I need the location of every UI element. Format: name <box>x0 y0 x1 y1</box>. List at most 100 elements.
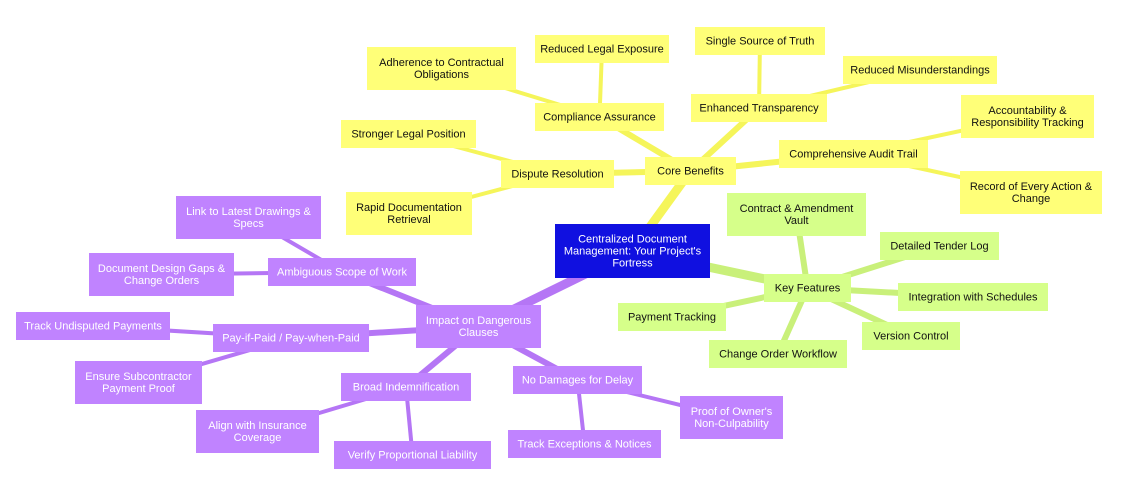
node-reduced-misunderstandings: Reduced Misunderstandings <box>843 56 997 84</box>
node-label-accountability-responsibility-tracking-line-1: Accountability & <box>988 105 1067 117</box>
node-label-broad-indemnification-line-1: Broad Indemnification <box>353 381 459 393</box>
node-label-change-order-workflow-line-1: Change Order Workflow <box>719 348 837 360</box>
node-box-ensure-subcontractor-payment-proof <box>75 361 202 404</box>
node-box-impact-on-dangerous-clauses <box>416 305 541 348</box>
node-track-exceptions-notices: Track Exceptions & Notices <box>508 430 661 458</box>
node-stronger-legal-position: Stronger Legal Position <box>341 120 476 148</box>
node-label-track-undisputed-payments-line-1: Track Undisputed Payments <box>24 320 162 332</box>
node-box-link-to-latest-drawings-specs <box>176 196 321 239</box>
node-label-record-of-every-action-change-line-2: Change <box>1012 193 1051 205</box>
node-reduced-legal-exposure: Reduced Legal Exposure <box>535 35 669 63</box>
node-label-dispute-resolution-line-1: Dispute Resolution <box>511 168 603 180</box>
node-box-root <box>555 224 710 278</box>
node-box-verify-proportional-liability <box>334 441 491 469</box>
node-box-version-control <box>862 322 960 350</box>
node-label-single-source-of-truth-line-1: Single Source of Truth <box>706 35 815 47</box>
node-enhanced-transparency: Enhanced Transparency <box>691 94 827 122</box>
node-box-dispute-resolution <box>501 160 614 188</box>
node-box-payment-tracking <box>618 303 726 331</box>
node-label-contract-amendment-vault-line-1: Contract & Amendment <box>740 203 854 215</box>
node-label-stronger-legal-position-line-1: Stronger Legal Position <box>351 128 465 140</box>
node-version-control: Version Control <box>862 322 960 350</box>
node-accountability-responsibility-tracking: Accountability &Responsibility Tracking <box>961 95 1094 138</box>
node-label-document-design-gaps-change-orders-line-2: Change Orders <box>124 275 200 287</box>
node-label-enhanced-transparency-line-1: Enhanced Transparency <box>699 102 819 114</box>
node-dispute-resolution: Dispute Resolution <box>501 160 614 188</box>
node-compliance-assurance: Compliance Assurance <box>535 103 664 131</box>
node-box-track-undisputed-payments <box>16 312 170 340</box>
node-box-no-damages-for-delay <box>513 366 642 394</box>
node-label-integration-with-schedules-line-1: Integration with Schedules <box>908 291 1038 303</box>
node-box-compliance-assurance <box>535 103 664 131</box>
node-comprehensive-audit-trail: Comprehensive Audit Trail <box>779 140 928 168</box>
node-box-comprehensive-audit-trail <box>779 140 928 168</box>
node-label-root-line-1: Centralized Document <box>578 233 687 245</box>
node-label-link-to-latest-drawings-specs-line-1: Link to Latest Drawings & <box>186 206 311 218</box>
node-box-stronger-legal-position <box>341 120 476 148</box>
node-box-align-with-insurance-coverage <box>196 410 319 453</box>
node-label-payment-tracking-line-1: Payment Tracking <box>628 311 716 323</box>
node-label-comprehensive-audit-trail-line-1: Comprehensive Audit Trail <box>789 148 917 160</box>
node-box-key-features <box>764 274 851 302</box>
node-box-reduced-legal-exposure <box>535 35 669 63</box>
node-label-key-features-line-1: Key Features <box>775 282 841 294</box>
node-box-pay-if-paid-pay-when-paid <box>213 324 369 352</box>
nodes-layer: Core Benefits Enhanced Transparency Single… <box>16 27 1102 469</box>
node-box-rapid-documentation-retrieval <box>346 192 472 235</box>
node-label-compliance-assurance-line-1: Compliance Assurance <box>543 111 656 123</box>
node-label-root-line-2: Management: Your Project's <box>564 245 702 257</box>
node-label-reduced-legal-exposure-line-1: Reduced Legal Exposure <box>540 43 664 55</box>
node-label-core-benefits-line-1: Core Benefits <box>657 165 724 177</box>
node-label-impact-on-dangerous-clauses-line-1: Impact on Dangerous <box>426 315 532 327</box>
node-label-align-with-insurance-coverage-line-1: Align with Insurance <box>208 420 306 432</box>
node-label-impact-on-dangerous-clauses-line-2: Clauses <box>459 327 499 339</box>
node-single-source-of-truth: Single Source of Truth <box>695 27 825 55</box>
node-label-version-control-line-1: Version Control <box>873 330 948 342</box>
node-box-integration-with-schedules <box>898 283 1048 311</box>
node-label-document-design-gaps-change-orders-line-1: Document Design Gaps & <box>98 263 226 275</box>
node-label-link-to-latest-drawings-specs-line-2: Specs <box>233 218 264 230</box>
node-label-reduced-misunderstandings-line-1: Reduced Misunderstandings <box>850 64 990 76</box>
node-label-record-of-every-action-change-line-1: Record of Every Action & <box>970 181 1093 193</box>
node-no-damages-for-delay: No Damages for Delay <box>513 366 642 394</box>
node-label-adherence-to-contractual-obligations-line-1: Adherence to Contractual <box>379 57 504 69</box>
node-label-verify-proportional-liability-line-1: Verify Proportional Liability <box>348 449 478 461</box>
node-label-accountability-responsibility-tracking-line-2: Responsibility Tracking <box>971 117 1084 129</box>
node-label-contract-amendment-vault-line-2: Vault <box>784 215 808 227</box>
node-box-ambiguous-scope-of-work <box>268 258 416 286</box>
node-box-document-design-gaps-change-orders <box>89 253 234 296</box>
node-payment-tracking: Payment Tracking <box>618 303 726 331</box>
node-label-ensure-subcontractor-payment-proof-line-2: Payment Proof <box>102 383 176 395</box>
node-box-single-source-of-truth <box>695 27 825 55</box>
node-integration-with-schedules: Integration with Schedules <box>898 283 1048 311</box>
node-link-to-latest-drawings-specs: Link to Latest Drawings &Specs <box>176 196 321 239</box>
node-document-design-gaps-change-orders: Document Design Gaps &Change Orders <box>89 253 234 296</box>
node-label-proof-of-owners-non-culpability-line-2: Non-Culpability <box>694 418 769 430</box>
node-label-rapid-documentation-retrieval-line-2: Retrieval <box>387 214 430 226</box>
node-label-ensure-subcontractor-payment-proof-line-1: Ensure Subcontractor <box>85 371 192 383</box>
node-record-of-every-action-change: Record of Every Action &Change <box>960 171 1102 214</box>
node-box-record-of-every-action-change <box>960 171 1102 214</box>
node-label-no-damages-for-delay-line-1: No Damages for Delay <box>522 374 634 386</box>
node-box-proof-of-owners-non-culpability <box>680 396 783 439</box>
node-box-reduced-misunderstandings <box>843 56 997 84</box>
node-box-detailed-tender-log <box>880 232 999 260</box>
node-detailed-tender-log: Detailed Tender Log <box>880 232 999 260</box>
node-label-adherence-to-contractual-obligations-line-2: Obligations <box>414 69 470 81</box>
node-box-adherence-to-contractual-obligations <box>367 47 516 90</box>
node-key-features: Key Features <box>764 274 851 302</box>
node-box-contract-amendment-vault <box>727 193 866 236</box>
node-verify-proportional-liability: Verify Proportional Liability <box>334 441 491 469</box>
node-change-order-workflow: Change Order Workflow <box>709 340 847 368</box>
node-box-enhanced-transparency <box>691 94 827 122</box>
node-box-track-exceptions-notices <box>508 430 661 458</box>
node-label-track-exceptions-notices-line-1: Track Exceptions & Notices <box>517 438 652 450</box>
node-label-align-with-insurance-coverage-line-2: Coverage <box>234 432 282 444</box>
